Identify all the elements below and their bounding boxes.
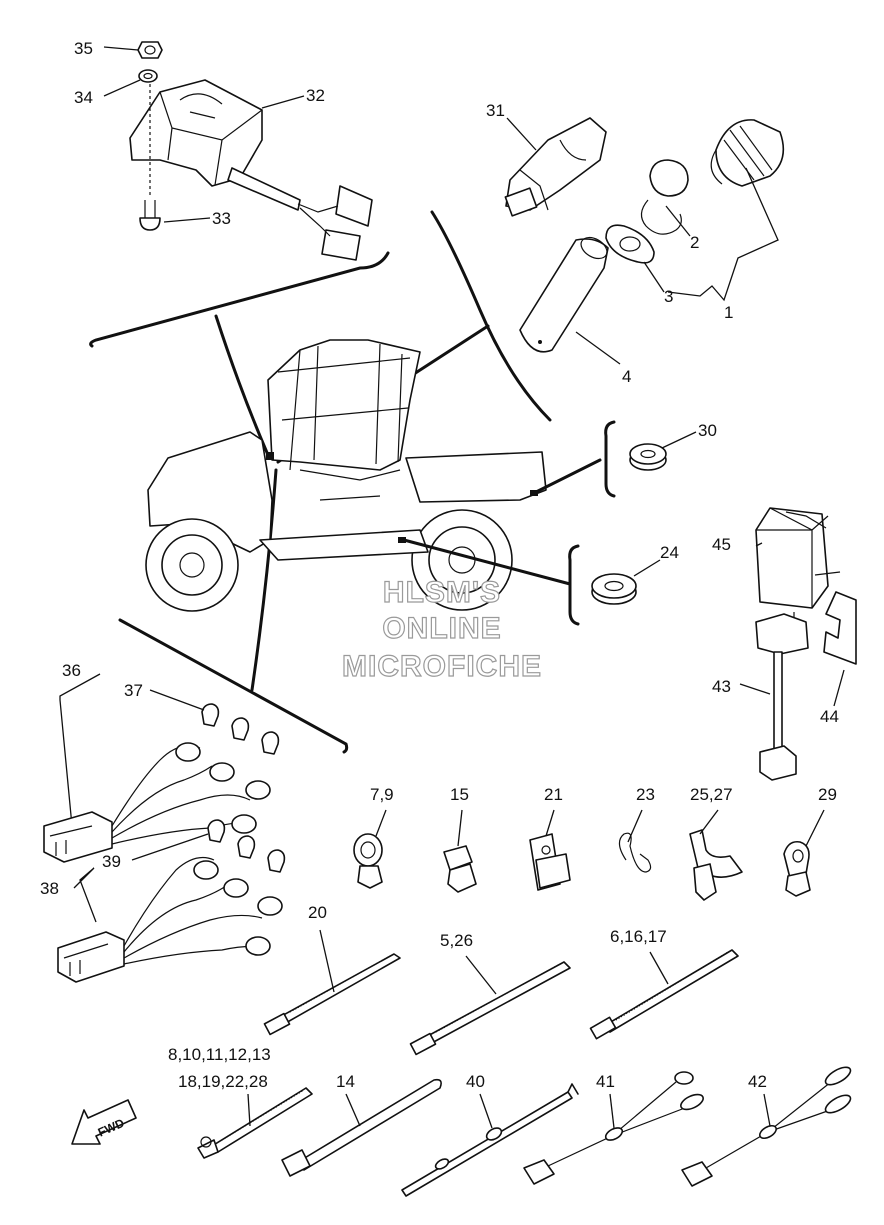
callout-21: 21 — [544, 785, 563, 804]
switch-assembly-group — [89, 41, 390, 348]
watermark: HLSM'S ONLINE MICROFICHE — [341, 575, 542, 683]
clip-23 — [618, 809, 652, 873]
callout-42: 42 — [748, 1072, 767, 1091]
relay-group — [739, 507, 857, 781]
watermark-line1: HLSM'S — [383, 576, 501, 609]
clip-15 — [443, 809, 477, 893]
cable-tie-5-26 — [409, 955, 571, 1056]
wire-lead-40 — [401, 1083, 579, 1197]
bracket-44 — [823, 591, 857, 665]
callout-44: 44 — [820, 707, 839, 726]
nut-3 — [605, 224, 655, 264]
callout-6-16-17: 6,16,17 — [610, 927, 667, 946]
callout-7-9: 7,9 — [370, 785, 394, 804]
cable-tie-6-16-17 — [589, 949, 739, 1040]
connector-36 — [43, 811, 113, 863]
nut-35 — [137, 41, 163, 59]
callout-38: 38 — [40, 879, 59, 898]
callout-3: 3 — [664, 287, 673, 306]
callout-25-27: 25,27 — [690, 785, 733, 804]
grommet-24 — [591, 559, 661, 605]
boot-4 — [519, 238, 609, 353]
callout-45: 45 — [712, 535, 731, 554]
callout-30: 30 — [698, 421, 717, 440]
socket-1 — [715, 119, 785, 187]
bulb-39 — [207, 819, 286, 873]
callout-33: 33 — [212, 209, 231, 228]
bolt-33 — [139, 217, 161, 231]
callout-31: 31 — [486, 101, 505, 120]
bulb-harness-group — [43, 673, 286, 983]
callout-1: 1 — [724, 303, 733, 322]
clip-21 — [529, 809, 571, 891]
clip-7-9 — [353, 809, 387, 889]
socket-group — [504, 117, 785, 365]
callout-36: 36 — [62, 661, 81, 680]
callout-32: 32 — [306, 86, 325, 105]
callout-41: 41 — [596, 1072, 615, 1091]
callout-20: 20 — [308, 903, 327, 922]
callout-34: 34 — [74, 88, 93, 107]
callout-4: 4 — [622, 367, 631, 386]
callout-15: 15 — [450, 785, 469, 804]
wire-lead-42 — [681, 1066, 852, 1187]
cable-tie-14 — [281, 1078, 442, 1177]
callout-14: 14 — [336, 1072, 355, 1091]
callout-40: 40 — [466, 1072, 485, 1091]
cap-2 — [649, 159, 689, 197]
callout-37: 37 — [124, 681, 143, 700]
callout-18-19-22-28: 18,19,22,28 — [178, 1072, 268, 1091]
vehicle-outline — [145, 339, 547, 612]
callout-23: 23 — [636, 785, 655, 804]
cable-tie-18-19-22-28 — [197, 1087, 313, 1159]
callout-24: 24 — [660, 543, 679, 562]
connector-32a — [335, 185, 373, 227]
bulb-37 — [201, 703, 280, 755]
callout-2: 2 — [690, 233, 699, 252]
callout-5-26: 5,26 — [440, 931, 473, 950]
socket-43-top — [755, 613, 809, 655]
clip-29 — [783, 809, 825, 897]
callout-labels: 35 34 32 33 31 2 3 1 4 30 24 45 43 44 36… — [40, 39, 839, 1091]
callout-8-10-11-12-13: 8,10,11,12,13 — [168, 1045, 271, 1064]
grommet-30 — [629, 431, 697, 471]
callout-29: 29 — [818, 785, 837, 804]
callout-35: 35 — [74, 39, 93, 58]
clip-25-27 — [689, 809, 743, 901]
bulb-socket — [175, 742, 271, 834]
connector-32b — [321, 229, 361, 261]
bulb-socket — [193, 860, 283, 956]
callout-39: 39 — [102, 852, 121, 871]
washer-34 — [138, 69, 158, 83]
watermark-line2: ONLINE — [382, 612, 501, 645]
wire-lead-41 — [523, 1071, 704, 1185]
callout-43: 43 — [712, 677, 731, 696]
cable-tie-20 — [263, 929, 401, 1036]
socket-43-bottom — [759, 745, 797, 781]
fwd-arrow-icon: FWD — [71, 1099, 137, 1145]
watermark-line3: MICROFICHE — [342, 650, 542, 683]
